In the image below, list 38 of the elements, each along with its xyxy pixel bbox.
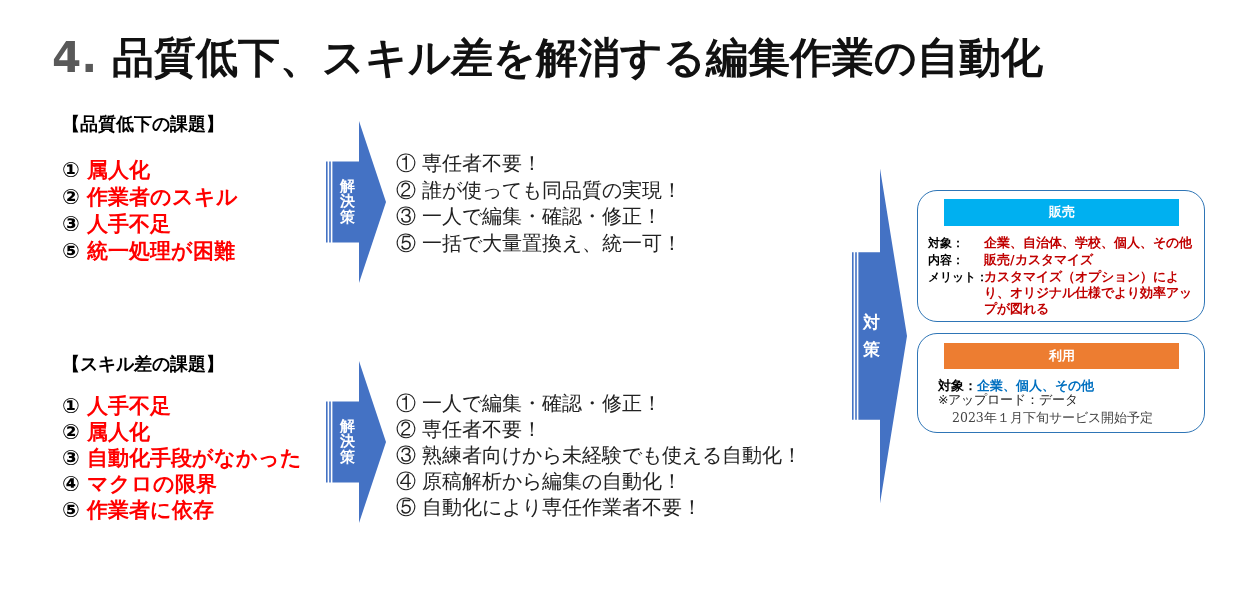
row-value: 企業、個人、その他 (977, 378, 1094, 393)
note-text: ※アップロード：データ (938, 392, 1079, 409)
solution-item: ③ 熟練者向けから未経験でも使える自動化！ (396, 443, 803, 469)
service-card (917, 190, 1205, 322)
row-label: 内容： (928, 252, 964, 269)
edge-label: 解決策 (340, 418, 356, 466)
issue-item: ③ 人手不足 (62, 211, 172, 238)
solution-item: ⑤ 一括で大量置換え、統一可！ (396, 230, 683, 257)
issue-item: ④ マクロの限界 (62, 471, 218, 498)
issue-item: ⑤ 作業者に依存 (62, 497, 215, 524)
edge-label: 対策 (862, 311, 880, 362)
solution-item: ⑤ 自動化により専任作業者不要！ (396, 495, 703, 521)
solution-item: ② 誰が使っても同品質の実現！ (396, 177, 683, 204)
chevron-arrow (326, 121, 386, 283)
solution-item: ② 専任者不要！ (396, 417, 543, 443)
issue-item: ① 属人化 (62, 157, 151, 184)
issue-item: ② 属人化 (62, 419, 151, 446)
slide-title: 4. 品質低下、スキル差を解消する編集作業の自動化 (52, 32, 1043, 84)
issue-item: ① 人手不足 (62, 393, 172, 420)
list-heading: 【スキル差の課題】 (62, 352, 224, 376)
solution-item: ① 一人で編集・確認・修正！ (396, 391, 663, 417)
row-value: 販売/カスタマイズ (984, 252, 1095, 268)
issue-item: ③ 自動化手段がなかった (62, 445, 303, 472)
edge-label: 解決策 (340, 178, 356, 226)
list-heading: 【品質低下の課題】 (62, 112, 224, 136)
title-band: 利用 (944, 343, 1179, 369)
solution-item: ④ 原稿解析から編集の自動化！ (396, 469, 683, 495)
schedule-note: 2023年１月下旬サービス開始予定 (952, 410, 1153, 427)
chevron-arrow (326, 361, 386, 523)
solution-item: ① 専任者不要！ (396, 151, 543, 177)
title-band: 販売 (944, 199, 1179, 226)
row-value: 企業、自治体、学校、個人、その他 (984, 235, 1193, 251)
row-label: 対象： (928, 235, 964, 252)
solution-item: ③ 一人で編集・確認・修正！ (396, 204, 663, 230)
service-card (917, 333, 1205, 433)
row-label: 対象： (938, 378, 977, 393)
issue-item: ⑤ 統一処理が困難 (62, 238, 236, 265)
issue-item: ② 作業者のスキル (62, 184, 239, 211)
